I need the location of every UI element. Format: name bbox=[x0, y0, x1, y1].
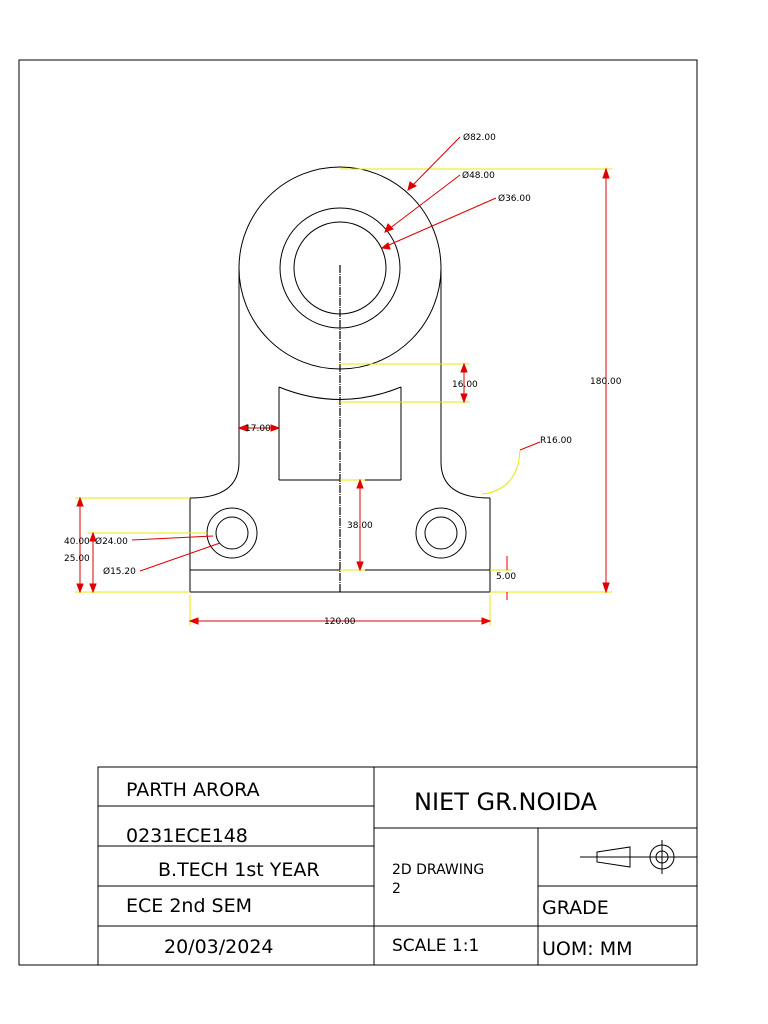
drawing-scale: SCALE 1:1 bbox=[392, 936, 479, 956]
dimension-lines bbox=[76, 136, 610, 625]
dim-dia-82: Ø82.00 bbox=[463, 132, 496, 143]
course: B.TECH 1st YEAR bbox=[158, 859, 320, 881]
unit-of-measure: UOM: MM bbox=[542, 938, 632, 960]
left-fillet bbox=[189, 461, 240, 499]
dim-hole-24: Ø24.00 bbox=[95, 536, 128, 547]
dimension-labels: Ø82.00 Ø48.00 Ø36.00 180.00 16.00 17.00 … bbox=[64, 132, 622, 627]
dim-r16: R16.00 bbox=[540, 436, 572, 446]
roll-number: 0231ECE148 bbox=[126, 825, 248, 847]
dim-120: 120.00 bbox=[324, 617, 356, 627]
extension-lines bbox=[75, 168, 612, 626]
dim-dia-36: Ø36.00 bbox=[498, 193, 531, 204]
grade-label: GRADE bbox=[542, 897, 609, 919]
drawing-date: 20/03/2024 bbox=[164, 936, 274, 958]
projection-symbol-icon bbox=[580, 840, 697, 874]
right-hole-outer bbox=[415, 507, 467, 559]
left-hole-outer bbox=[206, 507, 258, 559]
dim-17: 17.00 bbox=[245, 424, 271, 434]
student-name: PARTH ARORA bbox=[126, 779, 260, 801]
right-fillet bbox=[440, 461, 491, 499]
institute-name: NIET GR.NOIDA bbox=[414, 788, 598, 816]
dim-5: 5.00 bbox=[496, 572, 516, 582]
title-block bbox=[97, 766, 698, 966]
title-block-text: PARTH ARORA 0231ECE148 B.TECH 1st YEAR E… bbox=[126, 779, 632, 960]
dim-40: 40.00 bbox=[64, 537, 90, 547]
drawing-number: 2 bbox=[392, 881, 401, 897]
branch-semester: ECE 2nd SEM bbox=[126, 895, 252, 917]
sheet-border bbox=[18, 59, 698, 966]
dim-38: 38.00 bbox=[347, 521, 373, 531]
left-hole-inner bbox=[215, 516, 249, 550]
r16-arc bbox=[481, 449, 521, 495]
right-hole-inner bbox=[424, 516, 458, 550]
dim-25: 25.00 bbox=[64, 554, 90, 564]
dim-180: 180.00 bbox=[590, 377, 622, 387]
dim-dia-48: Ø48.00 bbox=[462, 170, 495, 181]
drawing-title: 2D DRAWING bbox=[392, 862, 484, 878]
dim-16: 16.00 bbox=[452, 380, 478, 390]
dim-hole-15: Ø15.20 bbox=[103, 566, 136, 577]
